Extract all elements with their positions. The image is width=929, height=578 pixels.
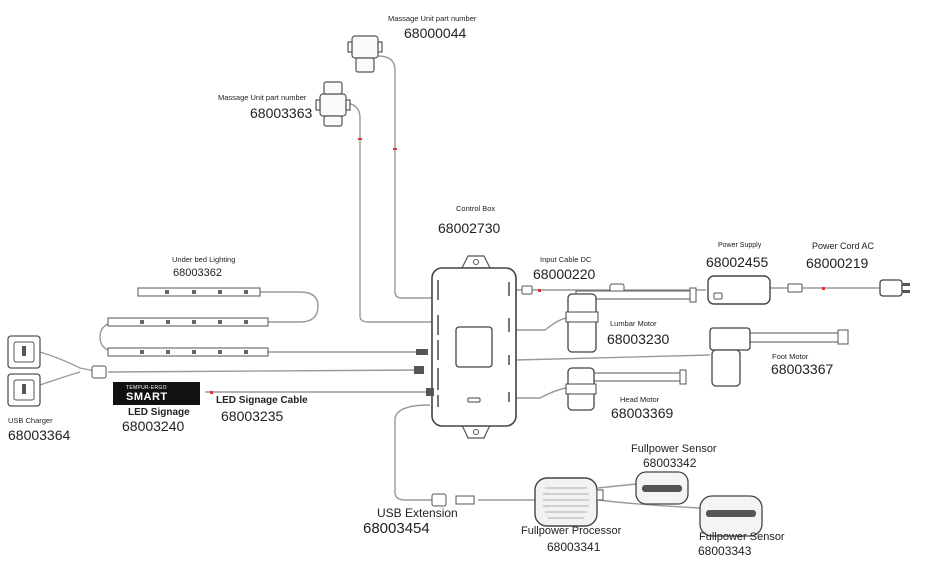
power-supply-part: 68002455 bbox=[706, 254, 769, 270]
wires bbox=[39, 55, 880, 509]
power-supply-label: Power Supply bbox=[718, 242, 762, 249]
fullpower-sensor-1-label: Fullpower Sensor bbox=[631, 443, 717, 455]
marker bbox=[393, 148, 397, 150]
sensor-1-wire bbox=[597, 483, 637, 489]
power-cord-label: Power Cord AC bbox=[812, 241, 875, 251]
fullpower-sensor-2-part: 68003343 bbox=[698, 544, 752, 558]
control-box-label: Control Box bbox=[456, 204, 496, 213]
lumbar-motor bbox=[565, 287, 697, 353]
fullpower-processor-label: Fullpower Processor bbox=[521, 525, 622, 537]
power-cord bbox=[787, 279, 910, 297]
foot-motor-wire bbox=[514, 354, 711, 361]
foot-motor-part: 68003367 bbox=[771, 361, 834, 377]
head-motor-part: 68003369 bbox=[611, 405, 674, 421]
red-markers bbox=[210, 138, 825, 394]
usb-extension bbox=[431, 493, 475, 507]
massage-unit-1-wire bbox=[377, 55, 432, 299]
fullpower-sensor-1 bbox=[635, 471, 689, 505]
led-signage-part: 68003240 bbox=[122, 418, 185, 434]
power-supply bbox=[707, 275, 771, 305]
led-signage-badge-text: SMART bbox=[126, 391, 168, 403]
under-bed-lighting-part: 68003362 bbox=[173, 267, 222, 279]
lumbar-motor-wire bbox=[515, 317, 569, 331]
lumbar-motor-part: 68003230 bbox=[607, 331, 670, 347]
head-motor-wire bbox=[515, 387, 567, 399]
fullpower-sensor-1-part: 68003342 bbox=[643, 456, 697, 470]
massage-unit-1-label: Massage Unit part number bbox=[388, 14, 477, 23]
marker bbox=[358, 138, 362, 140]
usb-extension-wire bbox=[394, 404, 432, 501]
massage-unit-2-label: Massage Unit part number bbox=[218, 93, 307, 102]
led-signage-badge: TEMPUR-ERGO SMART bbox=[113, 382, 200, 405]
usb-extension-label: USB Extension bbox=[377, 506, 458, 520]
fullpower-processor bbox=[534, 477, 604, 527]
lumbar-motor-label: Lumbar Motor bbox=[610, 319, 657, 328]
foot-motor-label: Foot Motor bbox=[772, 352, 809, 361]
usb-charger-wire-2 bbox=[39, 371, 81, 386]
massage-unit-2-wire bbox=[346, 102, 432, 323]
usb-charger-label: USB Charger bbox=[8, 416, 53, 425]
input-cable-label: Input Cable DC bbox=[540, 255, 592, 264]
marker bbox=[538, 289, 541, 292]
fullpower-sensor-2 bbox=[699, 495, 763, 537]
power-cord-part: 68000219 bbox=[806, 255, 869, 271]
massage-unit-2-part: 68003363 bbox=[250, 105, 313, 121]
under-bed-lighting bbox=[107, 287, 428, 357]
fullpower-processor-part: 68003341 bbox=[547, 540, 601, 554]
usb-charger-cable bbox=[107, 369, 421, 373]
head-motor bbox=[565, 367, 687, 411]
massage-unit-2 bbox=[315, 81, 351, 127]
led-signage-cable-part: 68003235 bbox=[221, 408, 284, 424]
usb-charger-wire-1 bbox=[39, 351, 101, 373]
massage-unit-1 bbox=[347, 35, 383, 73]
head-motor-label: Head Motor bbox=[620, 395, 660, 404]
marker bbox=[210, 391, 213, 394]
usb-charger bbox=[7, 335, 424, 407]
control-box bbox=[431, 255, 517, 439]
led-signage-label: LED Signage bbox=[128, 407, 190, 418]
control-box-part: 68002730 bbox=[438, 220, 501, 236]
fullpower-sensor-2-label: Fullpower Sensor bbox=[699, 531, 785, 543]
marker bbox=[822, 287, 825, 290]
under-bed-lighting-label: Under bed Lighting bbox=[172, 255, 236, 264]
led-signage-cable-label: LED Signage Cable bbox=[216, 395, 308, 406]
massage-unit-1-part: 68000044 bbox=[404, 25, 467, 41]
input-cable-part: 68000220 bbox=[533, 266, 596, 282]
led-signage-connector bbox=[426, 388, 434, 396]
usb-extension-part: 68003454 bbox=[363, 520, 430, 537]
foot-motor bbox=[709, 327, 849, 387]
led-signage-badge-brand: TEMPUR-ERGO bbox=[126, 385, 167, 391]
usb-charger-part: 68003364 bbox=[8, 427, 71, 443]
